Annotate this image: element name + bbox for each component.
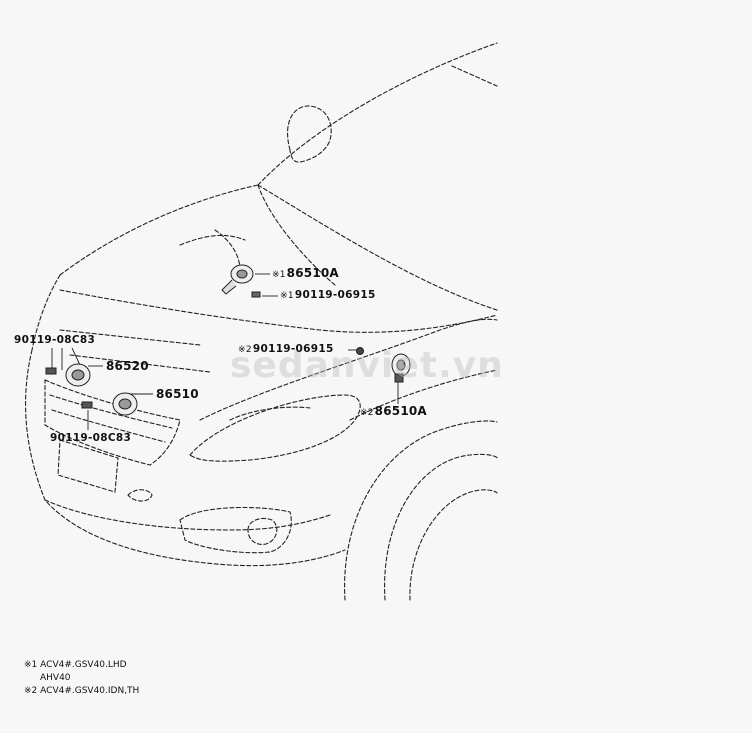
wheel-outer — [384, 453, 498, 601]
license-plate — [57, 439, 119, 493]
windshield-outline — [257, 42, 498, 186]
bumper-lower — [44, 499, 331, 531]
bolt-90119-06915-top-icon — [251, 291, 261, 298]
hood-line-inner-2 — [59, 289, 498, 333]
wiper-line — [451, 65, 498, 87]
fender-side — [349, 369, 498, 421]
horn-86510A-right-icon — [391, 353, 411, 383]
footnote-mark: ※1 — [24, 660, 38, 670]
bolt-90119-08C83-lower-icon — [81, 401, 93, 409]
label-90119-06915-right: ※290119-06915 — [238, 343, 334, 355]
headlamp-inner — [229, 406, 311, 421]
label-86510A-top: ※186510A — [272, 266, 339, 280]
side-mirror — [287, 105, 332, 163]
grille-bar-1 — [49, 394, 173, 429]
fender-top — [199, 318, 498, 421]
label-mark: ※1 — [272, 270, 286, 280]
hood-crease — [257, 184, 336, 286]
horn-86520-icon — [65, 363, 91, 387]
footnote-text: ACV4#.GSV40.IDN,TH — [40, 686, 140, 696]
grille-outline — [44, 379, 181, 466]
hood-left-edge — [31, 274, 61, 351]
label-text: 90119-08C83 — [50, 432, 132, 444]
label-text: 90119-06915 — [294, 289, 376, 301]
label-mark: ※2 — [360, 408, 374, 418]
bolt-90119-08C83-upper-icon — [45, 367, 57, 375]
label-86520: 86520 — [106, 359, 149, 373]
label-text: 90119-06915 — [252, 343, 334, 355]
label-text: 86520 — [106, 359, 149, 373]
label-mark: ※2 — [238, 345, 252, 355]
label-86510: 86510 — [156, 387, 199, 401]
radiator-support — [59, 329, 211, 373]
footnote-2: ※2 ACV4#.GSV40.IDN,TH — [24, 686, 139, 696]
footnote-1-cont: AHV40 — [40, 673, 71, 683]
footnote-1: ※1 ACV4#.GSV40.LHD — [24, 660, 127, 670]
leader-90119-08C83-upper-c — [71, 347, 81, 366]
label-86510A-right: ※286510A — [360, 404, 427, 418]
horn-86510A-top-icon — [221, 264, 254, 295]
label-90119-08C83-lower: 90119-08C83 — [50, 432, 131, 444]
hood-front-edge — [59, 184, 259, 276]
label-90119-08C83-upper: 90119-08C83 — [14, 334, 95, 346]
footnote-text: ACV4#.GSV40.LHD — [40, 660, 127, 670]
label-text: 90119-08C83 — [14, 334, 96, 346]
grille-bar-2 — [51, 409, 166, 443]
wheel-inner — [409, 489, 498, 601]
wheel-arch — [344, 420, 498, 601]
label-text: 86510A — [374, 404, 427, 418]
horn-86510-icon — [112, 392, 138, 416]
label-90119-06915-top: ※190119-06915 — [280, 289, 376, 301]
fog-lamp-housing — [179, 506, 292, 554]
label-text: 86510A — [286, 266, 339, 280]
headlamp — [189, 394, 361, 462]
bumper-outline — [25, 349, 346, 567]
tow-hook-cover — [127, 489, 153, 502]
hood-line-inner — [179, 234, 246, 246]
footnote-mark: ※2 — [24, 686, 38, 696]
bolt-90119-06915-right-icon — [356, 347, 364, 355]
windshield-lower-edge — [257, 184, 498, 311]
label-text: 86510 — [156, 387, 199, 401]
label-mark: ※1 — [280, 291, 294, 301]
fog-lamp — [247, 517, 278, 545]
footnote-text: AHV40 — [40, 673, 71, 683]
